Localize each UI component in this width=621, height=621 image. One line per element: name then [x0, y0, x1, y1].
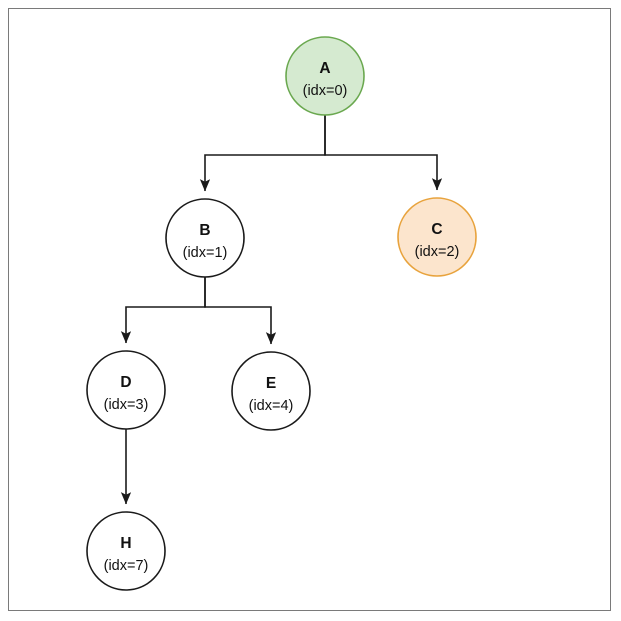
edges-layer [120, 115, 443, 505]
node-h[interactable]: H (idx=7) [86, 511, 166, 591]
node-a-index: (idx=0) [303, 83, 348, 99]
node-e-circle[interactable] [231, 351, 311, 431]
node-a[interactable]: A (idx=0) [285, 36, 365, 116]
node-b-label: B [199, 222, 210, 239]
edge-b-to-e [204, 277, 277, 345]
edge-a-to-b [199, 115, 326, 192]
node-h-label: H [120, 535, 131, 552]
node-b[interactable]: B (idx=1) [165, 198, 245, 278]
node-e-label: E [266, 375, 276, 392]
node-d-label: D [120, 374, 131, 391]
node-e-index: (idx=4) [249, 398, 294, 414]
node-e[interactable]: E (idx=4) [231, 351, 311, 431]
node-c-label: C [431, 221, 442, 238]
node-d-index: (idx=3) [104, 397, 149, 413]
node-d[interactable]: D (idx=3) [86, 350, 166, 430]
node-d-circle[interactable] [86, 350, 166, 430]
nodes-layer: A (idx=0) B (idx=1) C (idx=2) D (idx=3) [86, 36, 477, 591]
node-b-circle[interactable] [165, 198, 245, 278]
node-c[interactable]: C (idx=2) [397, 197, 477, 277]
node-a-circle[interactable] [285, 36, 365, 116]
node-c-index: (idx=2) [415, 244, 460, 260]
edge-a-to-c [324, 115, 443, 191]
node-a-label: A [319, 60, 330, 77]
node-h-circle[interactable] [86, 511, 166, 591]
node-h-index: (idx=7) [104, 558, 149, 574]
edge-b-to-d [120, 277, 206, 344]
node-b-index: (idx=1) [183, 245, 228, 261]
node-c-circle[interactable] [397, 197, 477, 277]
